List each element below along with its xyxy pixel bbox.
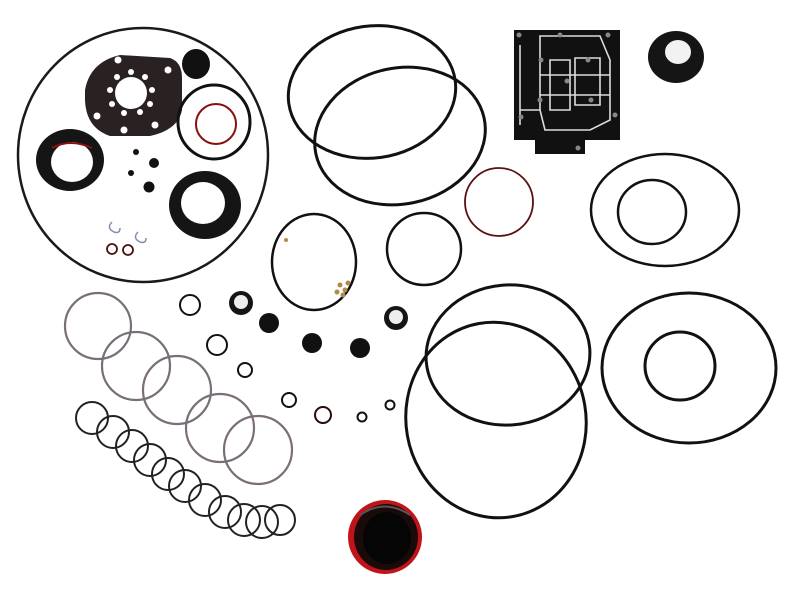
plug-cap (182, 49, 210, 79)
tiny-orings (106, 243, 134, 256)
small-lip-seal-top-right (648, 31, 704, 83)
small-orings-chain (75, 401, 296, 539)
lip-seal-left (36, 129, 104, 191)
piston-seal-red-bottom (348, 500, 422, 574)
small-parts-middle (179, 291, 408, 424)
medium-orings-middle (270, 211, 463, 312)
sealing-rings-gray (63, 291, 294, 486)
oring-pair-right-top (589, 152, 741, 268)
brass-check-balls (284, 238, 351, 298)
lip-seal-right (169, 171, 241, 239)
oring-red-thin (464, 167, 534, 237)
large-orings-top-center (286, 24, 487, 207)
pump-gasket (85, 55, 182, 136)
oring-pair-top-left (176, 83, 252, 161)
clips (108, 221, 147, 244)
large-oring-top-left (16, 26, 270, 284)
small-check-balls (128, 149, 159, 193)
valve-body-separator-gasket (514, 30, 620, 154)
large-orings-center-right (404, 283, 778, 520)
